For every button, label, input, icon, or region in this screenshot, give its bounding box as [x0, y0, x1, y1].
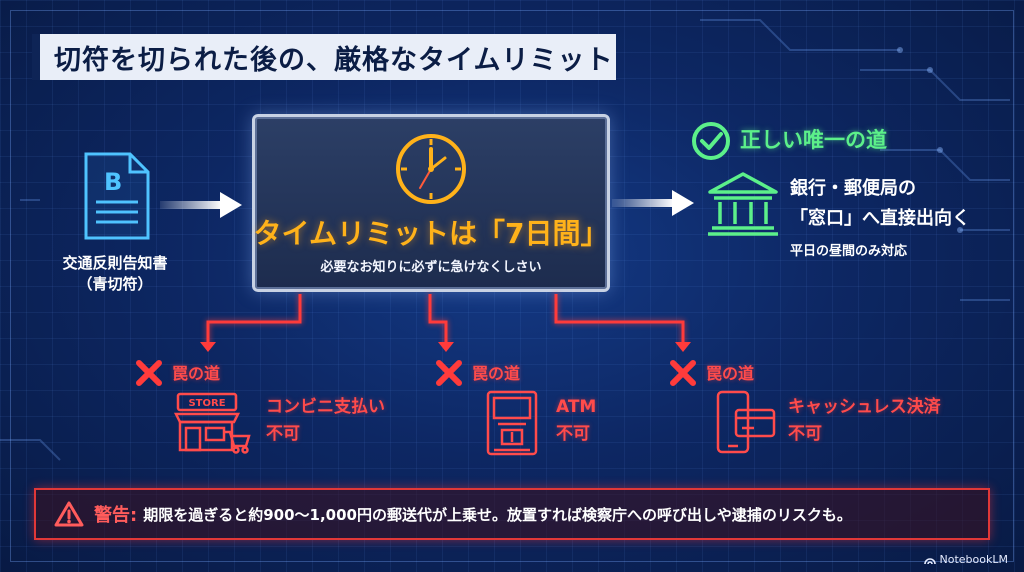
trap-desc-1: コンビニ支払い 不可 — [266, 394, 385, 448]
x-mark-icon-1 — [136, 360, 162, 386]
correct-path-note: 平日の昼間のみ対応 — [790, 244, 908, 259]
time-limit-subtitle: 必要なお知りに必ずに急けなくしさい — [320, 260, 542, 275]
x-mark-icon-3 — [670, 360, 696, 386]
trap-desc-3-line1: キャッシュレス決済 — [788, 397, 941, 417]
document-label: 交通反則告知書 （青切符） — [40, 253, 190, 295]
correct-path-text: 銀行・郵便局の 「窓口」へ直接出向く — [790, 174, 1000, 234]
trap-label-2: 罠の道 — [472, 364, 521, 383]
correct-path-line1: 銀行・郵便局の — [790, 178, 916, 199]
trap-desc-1-line2: 不可 — [266, 424, 300, 444]
trap-desc-2-line2: 不可 — [556, 424, 590, 444]
document-icon: B — [84, 152, 150, 240]
warning-label: 警告: — [94, 505, 138, 526]
correct-path-line2: 「窓口」へ直接出向く — [790, 208, 970, 229]
page-title-bar: 切符を切られた後の、厳格なタイムリミット — [32, 34, 616, 80]
trap-desc-2-line1: ATM — [556, 397, 597, 417]
trap-label-3: 罠の道 — [706, 364, 755, 383]
clock-icon — [396, 134, 466, 204]
brand-watermark: NotebookLM — [923, 553, 1008, 566]
outer-frame — [10, 10, 1014, 562]
warning-triangle-icon — [54, 501, 84, 527]
warning-bar: 警告: 期限を過ぎると約900〜1,000円の郵送代が上乗せ。放置すれば検察庁へ… — [34, 488, 990, 540]
warning-text: 期限を過ぎると約900〜1,000円の郵送代が上乗せ。放置すれば検察庁への呼び出… — [143, 505, 852, 524]
atm-icon — [486, 390, 538, 456]
store-sign: STORE — [188, 398, 225, 409]
x-mark-icon-2 — [436, 360, 462, 386]
document-label-line1: 交通反則告知書 — [62, 254, 168, 272]
brand-name: NotebookLM — [939, 553, 1008, 566]
check-circle-icon — [692, 122, 730, 160]
trap-desc-1-line1: コンビニ支払い — [266, 397, 385, 417]
cashless-payment-icon — [716, 390, 776, 454]
trap-desc-3: キャッシュレス決済 不可 — [788, 394, 941, 448]
notebooklm-logo-icon — [923, 557, 936, 564]
trap-desc-3-line2: 不可 — [788, 424, 822, 444]
trap-label-1: 罠の道 — [172, 364, 221, 383]
arrow-right-icon — [160, 192, 242, 218]
convenience-store-icon: STORE — [173, 392, 251, 454]
document-label-line2: （青切符） — [77, 275, 153, 293]
arrow-right-icon-2 — [612, 190, 694, 216]
trap-desc-2: ATM 不可 — [556, 394, 596, 448]
bank-icon — [708, 172, 778, 236]
time-limit-title: タイムリミットは「7日間」 — [253, 217, 609, 250]
correct-path-heading: 正しい唯一の道 — [740, 128, 887, 152]
page-title: 切符を切られた後の、厳格なタイムリミット — [54, 44, 614, 76]
document-icon-letter: B — [104, 168, 122, 196]
